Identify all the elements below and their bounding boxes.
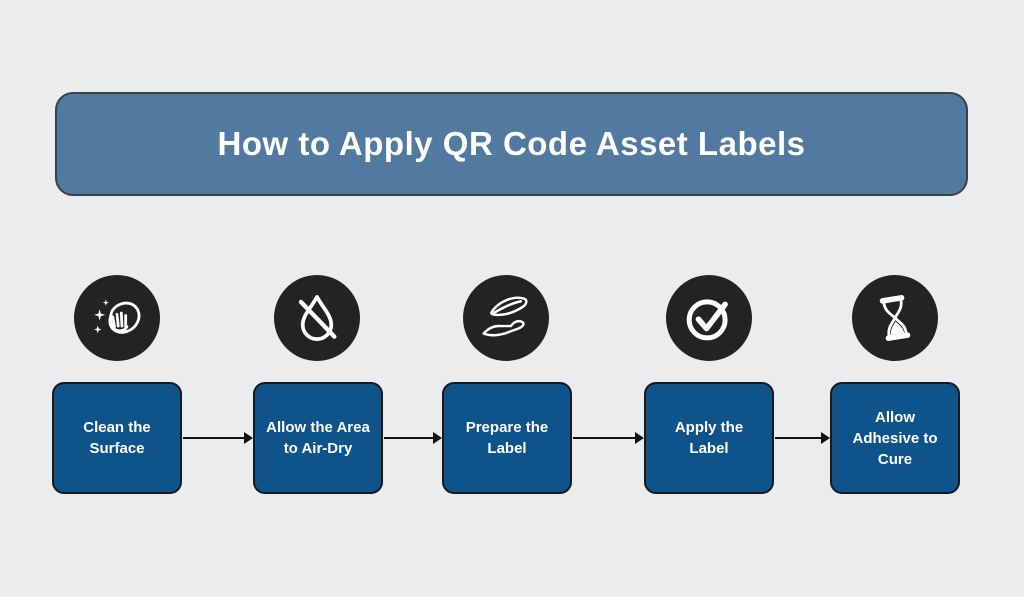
step-label: Allow Adhesive to Cure [852, 408, 938, 468]
step-4-icon-circle [666, 275, 752, 361]
step-1-icon-circle [74, 275, 160, 361]
step-box-prepare-label: Prepare the Label [442, 382, 572, 494]
step-label: Prepare the Label [465, 419, 549, 457]
check-circle-icon [686, 299, 728, 341]
flow-arrow-2 [384, 432, 442, 444]
hand-holding-feather-icon [482, 296, 528, 337]
step-2-icon-circle [274, 275, 360, 361]
flow-arrow-4 [775, 432, 830, 444]
header-banner: How to Apply QR Code Asset Labels [55, 92, 968, 196]
cleaning-hand-sparkles-icon [94, 299, 141, 334]
step-box-adhesive-cure: Allow Adhesive to Cure [830, 382, 960, 494]
hourglass-icon [879, 295, 911, 341]
step-box-air-dry: Allow the Area to Air-Dry [253, 382, 383, 494]
flow-arrow-1 [183, 432, 253, 444]
step-label: Allow the Area to Air-Dry [266, 419, 370, 457]
no-water-drop-icon [298, 295, 337, 341]
step-3-icon-circle [463, 275, 549, 361]
page-title: How to Apply QR Code Asset Labels [217, 125, 806, 162]
flow-arrow-3 [573, 432, 644, 444]
step-label: Apply the Label [674, 419, 744, 457]
step-box-apply-label: Apply the Label [644, 382, 774, 494]
step-5-icon-circle [852, 275, 938, 361]
step-label: Clean the Surface [83, 419, 151, 457]
step-box-clean-surface: Clean the Surface [52, 382, 182, 494]
